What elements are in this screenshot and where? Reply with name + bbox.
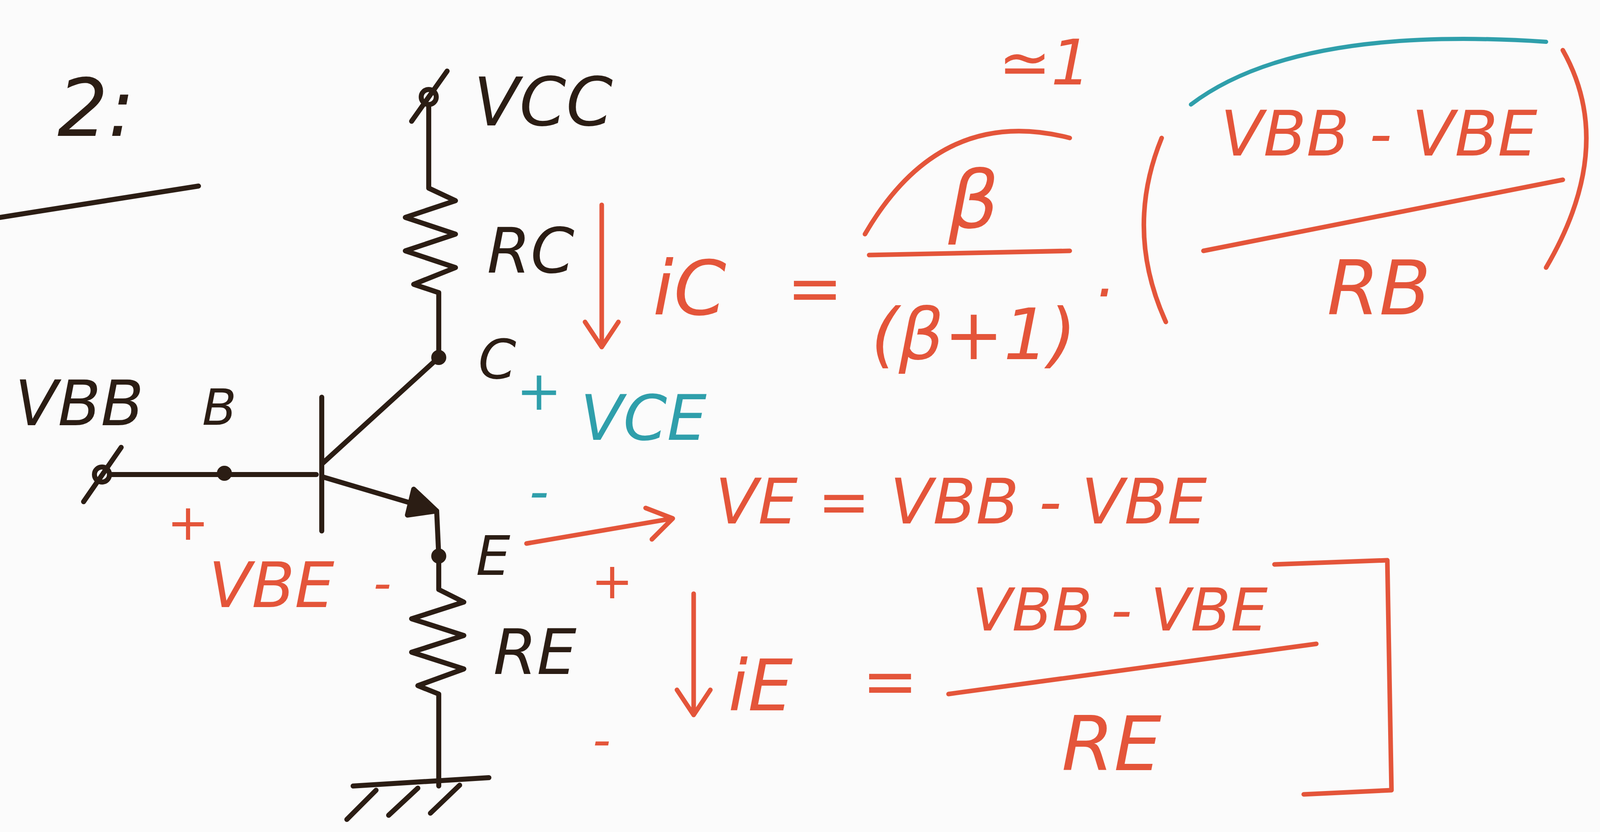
circuit-label: E — [475, 528, 511, 583]
circuit-label: VCE — [580, 386, 707, 450]
collector-dot — [433, 352, 444, 363]
circuit-label: VBB - VBE — [1220, 102, 1538, 166]
circuit-label: B — [202, 382, 237, 433]
circuit-label: RC — [487, 219, 575, 283]
circuit-label: VBB - VBE — [971, 580, 1268, 640]
emitter-arrow — [407, 488, 437, 515]
circuit-label: (β+1) — [870, 298, 1077, 370]
circuit-label: = — [862, 647, 919, 715]
circuit-label: VBB — [15, 371, 144, 435]
circuit-label: ≃1 — [998, 31, 1091, 95]
circuit-label: 2: — [57, 68, 135, 149]
ground-symbol — [346, 777, 489, 820]
circuit-label: + — [167, 497, 210, 548]
circuit-label: iC — [652, 250, 727, 326]
circuit-label: RE — [493, 620, 577, 684]
circuit-label: C — [478, 332, 517, 387]
circuit-label: = — [786, 254, 843, 322]
emitter-dot — [433, 550, 444, 561]
fraction-bar — [948, 643, 1317, 694]
circuit-label: β — [948, 160, 999, 241]
circuit-label: + — [516, 363, 563, 418]
circuit-label: - — [373, 557, 392, 608]
paren — [1546, 50, 1587, 268]
circuit-label: RB — [1327, 250, 1432, 326]
current-arrow — [676, 593, 711, 715]
fraction-bar — [869, 250, 1070, 255]
circuit-label: - — [592, 714, 611, 765]
current-arrow — [585, 204, 619, 347]
base-dot — [219, 468, 230, 479]
circuit-label: VE = VBB - VBE — [715, 470, 1208, 533]
emitter-wire — [411, 510, 464, 786]
circuit-label: - — [529, 463, 550, 519]
bracket — [1274, 559, 1392, 794]
base-bar — [319, 396, 325, 531]
circuit-label: VBE — [208, 553, 335, 617]
circuit-label: iE — [728, 649, 794, 721]
heading-underline — [0, 185, 199, 218]
highlight-arc — [1190, 38, 1547, 105]
collector-wire — [321, 104, 456, 464]
circuit-label: · — [1093, 261, 1114, 324]
fraction-bar — [1203, 179, 1563, 251]
circuit-label: VCC — [473, 68, 614, 136]
circuit-label: + — [591, 555, 634, 606]
base-wire — [109, 471, 317, 477]
paren — [1143, 137, 1166, 322]
circuit-label: RE — [1061, 706, 1162, 782]
